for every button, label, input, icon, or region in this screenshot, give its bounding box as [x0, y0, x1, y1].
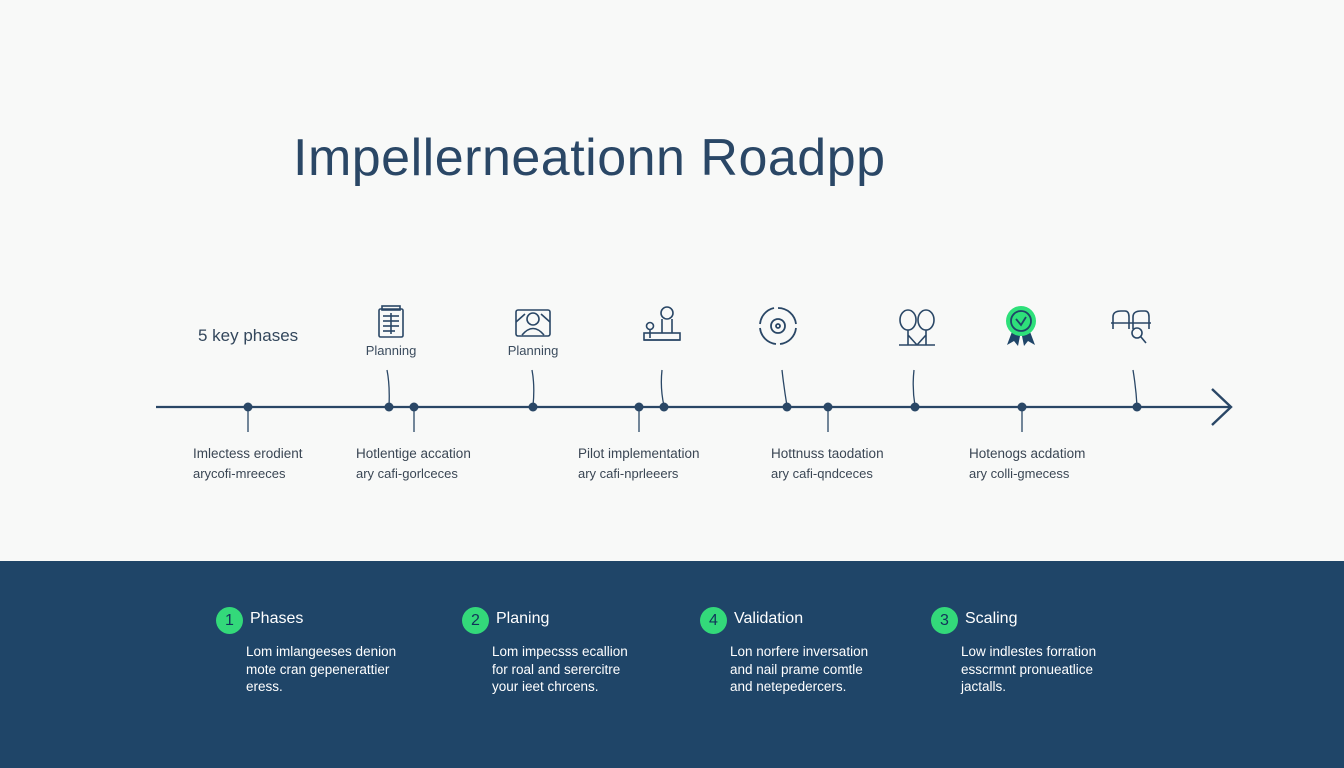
- phase-card-title: Phases: [250, 610, 304, 627]
- description-line: Lom impecsss ecallion: [492, 644, 628, 659]
- person-podium-icon: [640, 301, 684, 345]
- description-line: and nail prame comtle: [730, 661, 863, 677]
- roadmap-header-area: Impellerneationn Roadpp 5 key phases Pla…: [156, 129, 1233, 484]
- caption-subtitle: ary cafi-nprleeers: [578, 466, 679, 481]
- connector-1: [386, 369, 390, 407]
- timeline-node: [528, 402, 538, 412]
- timeline-diagram: [156, 369, 1233, 432]
- caption-title: Pilot implementation: [578, 446, 700, 461]
- phase-card-title: Scaling: [965, 610, 1018, 627]
- timeline-nodes: [243, 402, 1142, 412]
- phase-number-badge: 1: [216, 607, 243, 634]
- search-group-icon: [1109, 303, 1153, 347]
- timeline-node: [782, 402, 792, 412]
- phases-subtitle: 5 key phases: [198, 326, 299, 345]
- caption-subtitle: ary cafi-qndceces: [771, 466, 873, 481]
- phase-card-description: Lom impecsss ecallion for roal and serer…: [492, 643, 692, 696]
- phase-summary-band: 1 Phases Lom imlangeeses denion mote cra…: [0, 561, 1344, 768]
- description-line: jactalls.: [961, 679, 1007, 694]
- timeline-node: [1017, 402, 1027, 412]
- description-line: and netepedercers.: [730, 679, 847, 694]
- connector-6: [1132, 369, 1138, 407]
- balloons-icon: [895, 305, 939, 349]
- description-line: Lom imlangeeses denion: [246, 644, 397, 659]
- caption-title: Hotenogs acdatiom: [969, 446, 1086, 461]
- connector-5: [912, 369, 916, 407]
- page-title: Impellerneationn Roadpp: [293, 129, 886, 187]
- timeline-node: [409, 402, 419, 412]
- description-line: Low indlestes forration: [961, 644, 1097, 659]
- timeline-caption-3: Pilot implementation ary cafi-nprleeers: [578, 444, 700, 484]
- caption-title: Hottnuss taodation: [771, 446, 884, 461]
- description-line: esscrmnt pronueatlice: [961, 661, 1094, 677]
- caption-title: Imlectess erodient: [193, 446, 303, 461]
- people-icon: [511, 302, 555, 346]
- timeline-node: [634, 402, 644, 412]
- document-icon: [369, 301, 413, 345]
- caption-subtitle: arycofi-mreeces: [193, 466, 286, 481]
- timeline-caption-4: Hottnuss taodation ary cafi-qndceces: [771, 444, 884, 484]
- phase-card-description: Low indlestes forration esscrmnt pronuea…: [961, 643, 1161, 696]
- award-ribbon-icon: [999, 303, 1043, 347]
- connector-2: [531, 369, 535, 407]
- timeline-caption-2: Hotlentige accation ary cafi-gorlceces: [356, 444, 471, 484]
- phase-number-badge: 4: [700, 607, 727, 634]
- timeline-node: [1132, 402, 1142, 412]
- phase-card-title: Validation: [734, 610, 804, 627]
- description-line: eress.: [246, 679, 283, 694]
- cycle-icon: [756, 304, 800, 348]
- phase-card-title: Planing: [496, 610, 550, 627]
- timeline-caption-5: Hotenogs acdatiom ary colli-gmecess: [969, 444, 1085, 484]
- timeline-caption-1: Imlectess erodient arycofi-mreeces: [193, 444, 303, 484]
- timeline-node: [384, 402, 394, 412]
- timeline-arrowhead: [1211, 388, 1233, 426]
- phase-number-badge: 3: [931, 607, 958, 634]
- description-line: for roal and serercitre: [492, 661, 621, 677]
- caption-subtitle: ary colli-gmecess: [969, 466, 1070, 481]
- timeline-node: [659, 402, 669, 412]
- icon-label-planning-1: Planning: [365, 343, 417, 358]
- connector-4: [781, 369, 788, 407]
- timeline-connectors: [247, 369, 1138, 432]
- connector-3: [660, 369, 665, 407]
- description-line: mote cran gepenerattier: [246, 661, 390, 677]
- caption-title: Hotlentige accation: [356, 446, 471, 461]
- phase-number-badge: 2: [462, 607, 489, 634]
- caption-subtitle: ary cafi-gorlceces: [356, 466, 458, 481]
- timeline-node: [823, 402, 833, 412]
- icon-label-planning-2: Planning: [507, 343, 559, 358]
- timeline-node: [910, 402, 920, 412]
- phase-card-description: Lon norfere inversation and nail prame c…: [730, 643, 930, 696]
- timeline-node: [243, 402, 253, 412]
- phase-card-description: Lom imlangeeses denion mote cran gepener…: [246, 643, 446, 696]
- description-line: Lon norfere inversation: [730, 644, 869, 659]
- description-line: your ieet chrcens.: [492, 679, 599, 694]
